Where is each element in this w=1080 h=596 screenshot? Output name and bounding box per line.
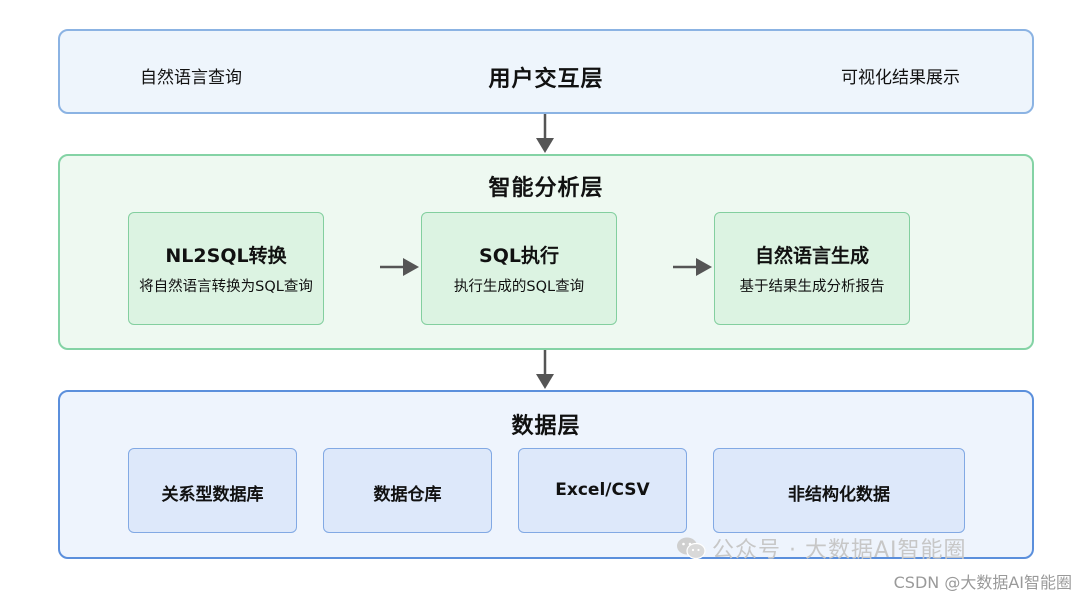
nl2sql-subtitle: 将自然语言转换为SQL查询 [139,279,313,295]
sql-execution-subtitle: 执行生成的SQL查询 [453,279,585,295]
visualization-display-label: 可视化结果展示 [841,68,960,88]
wechat-watermark: 公众号 · 大数据AI智能圈 [676,532,967,566]
wechat-watermark-text: 公众号 · 大数据AI智能圈 [712,538,967,563]
intelligent-analysis-layer: 智能分析层 NL2SQL转换 将自然语言转换为SQL查询 SQL执行 执行生成的… [58,154,1034,350]
csdn-watermark: CSDN @大数据AI智能圈 [893,573,1072,592]
sql-execution-title: SQL执行 [479,245,559,267]
data-layer: 数据层 关系型数据库 数据仓库 Excel/CSV 非结构化数据 [58,390,1034,559]
data-warehouse-box: 数据仓库 [323,448,492,533]
natural-language-query-label: 自然语言查询 [140,68,242,88]
arrow-ai-to-data [536,350,554,389]
excel-csv-box: Excel/CSV [518,448,687,533]
data-warehouse-label: 数据仓库 [373,485,442,505]
user-layer-title: 用户交互层 [488,67,604,92]
ai-layer-title: 智能分析层 [488,176,604,201]
unstructured-data-box: 非结构化数据 [713,448,965,533]
wechat-icon [676,536,706,566]
arrow-user-to-ai [536,114,554,153]
relational-db-label: 关系型数据库 [161,485,264,505]
data-layer-title: 数据层 [511,414,581,439]
sql-execution-box: SQL执行 执行生成的SQL查询 [421,212,617,325]
user-interaction-layer: 自然语言查询 用户交互层 可视化结果展示 [58,29,1034,114]
nl2sql-box: NL2SQL转换 将自然语言转换为SQL查询 [128,212,324,325]
nl2sql-title: NL2SQL转换 [165,245,287,267]
nlg-subtitle: 基于结果生成分析报告 [739,279,885,295]
nlg-box: 自然语言生成 基于结果生成分析报告 [714,212,910,325]
nlg-title: 自然语言生成 [754,245,869,267]
unstructured-data-label: 非结构化数据 [788,485,890,505]
excel-csv-label: Excel/CSV [555,480,650,500]
relational-db-box: 关系型数据库 [128,448,297,533]
